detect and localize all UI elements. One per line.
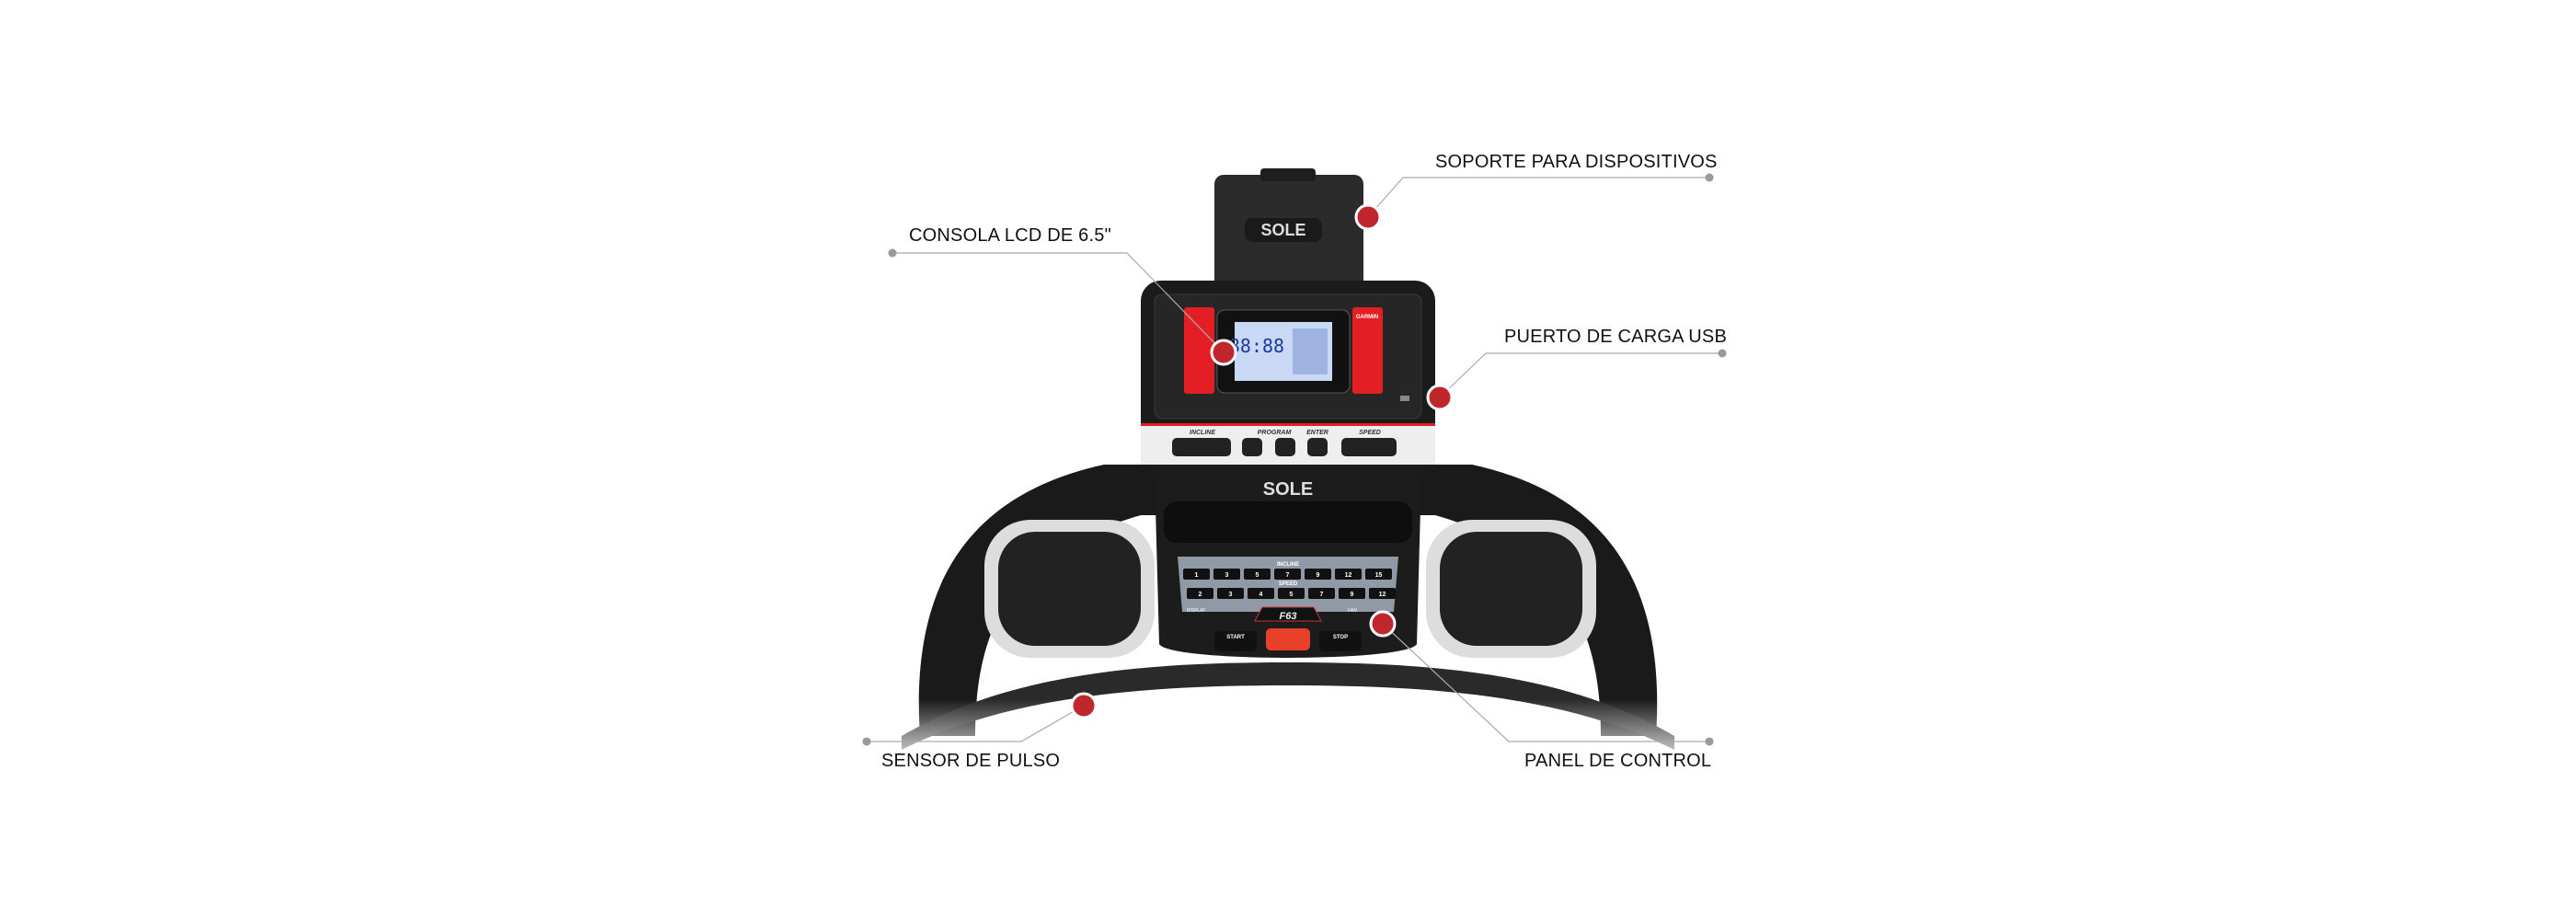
start-label: START <box>1226 635 1245 640</box>
callout-usb-port: PUERTO DE CARGA USB <box>1504 327 1728 347</box>
hotspot-usb-port[interactable] <box>1426 384 1454 411</box>
incline-key <box>1274 569 1301 580</box>
holder-brand: SOLE <box>1260 221 1305 239</box>
speed-key <box>1278 588 1305 599</box>
hotspot-control-panel[interactable] <box>1369 610 1397 638</box>
key-label: 12 <box>1379 592 1386 598</box>
incline-key <box>1183 569 1210 580</box>
fan-vent <box>1164 501 1412 543</box>
control-panel: SOLE INCLINE 1 3 5 7 9 12 15 SPEED 2 3 4 5 7 9 12 DI… <box>1155 474 1421 658</box>
key-label: 7 <box>1320 592 1324 598</box>
incline-button-label: INCLINE <box>1190 430 1215 436</box>
leader-pulse-sensor <box>867 705 1085 742</box>
leader-lcd-console <box>892 252 1225 353</box>
endpoint-dot <box>1705 737 1714 746</box>
endpoint-dot <box>862 737 871 746</box>
model-badge: F63 <box>1280 611 1297 622</box>
key-label: 7 <box>1286 572 1290 579</box>
hotspot-pulse-sensor[interactable] <box>1070 692 1098 719</box>
key-label: 9 <box>1351 592 1354 598</box>
speed-button-label: SPEED <box>1359 430 1381 436</box>
start-button <box>1214 631 1257 651</box>
speed-key <box>1339 588 1365 599</box>
speed-key <box>1369 588 1396 599</box>
right-cup-holder <box>1426 520 1596 658</box>
incline-key <box>1335 569 1362 580</box>
key-label: 12 <box>1345 572 1352 579</box>
incline-key <box>1213 569 1240 580</box>
key-label: 3 <box>1229 592 1233 598</box>
endpoint-dot <box>888 248 897 258</box>
stop-button <box>1319 631 1362 651</box>
hotspot-device-holder[interactable] <box>1354 203 1382 231</box>
handlebar <box>902 662 1674 750</box>
endpoint-dot <box>1705 173 1714 182</box>
right-red-panel <box>1352 307 1383 394</box>
leader-device-holder <box>1367 177 1709 218</box>
lcd-console: GARMIN 88:88 INCLINE PROGRAM ENTER SPEED <box>1141 281 1435 483</box>
key-label: 5 <box>1290 592 1294 598</box>
incline-buttons <box>1172 438 1231 456</box>
callout-control-panel: PANEL DE CONTROL <box>1524 751 1712 771</box>
callout-device-holder: SOPORTE PARA DISPOSITIVOS <box>1435 152 1718 172</box>
speed-buttons <box>1341 438 1397 456</box>
speed-key <box>1308 588 1335 599</box>
speed-key <box>1187 588 1213 599</box>
incline-key <box>1365 569 1392 580</box>
program-minus-button <box>1275 438 1295 456</box>
key-label: 3 <box>1225 572 1229 579</box>
lcd-time: 88:88 <box>1229 335 1284 357</box>
key-label: 5 <box>1256 572 1259 579</box>
program-plus-button <box>1242 438 1262 456</box>
key-label: 15 <box>1375 572 1383 579</box>
hotspot-lcd-console[interactable] <box>1210 339 1237 366</box>
stop-label: STOP <box>1333 635 1348 640</box>
callout-lcd-console: CONSOLA LCD DE 6.5" <box>909 225 1111 246</box>
fan-label: FAN <box>1348 608 1357 614</box>
incline-keys-label: INCLINE <box>1277 562 1299 568</box>
display-label: DISPLAY <box>1187 608 1206 614</box>
key-label: 1 <box>1195 572 1199 579</box>
panel-brand: SOLE <box>1263 479 1313 500</box>
speed-key <box>1248 588 1274 599</box>
key-label: 2 <box>1199 592 1202 598</box>
left-red-panel <box>1184 307 1214 394</box>
device-holder: SOLE <box>1214 168 1363 290</box>
safety-key <box>1266 628 1310 650</box>
incline-key <box>1244 569 1271 580</box>
speed-keys-label: SPEED <box>1279 581 1298 587</box>
key-label: 9 <box>1317 572 1320 579</box>
callout-pulse-sensor: SENSOR DE PULSO <box>881 751 1061 771</box>
leader-usb-port <box>1439 352 1722 398</box>
enter-button <box>1307 438 1328 456</box>
incline-key <box>1305 569 1331 580</box>
enter-button-label: ENTER <box>1306 430 1328 436</box>
usb-port <box>1400 396 1409 401</box>
endpoint-dot <box>1718 349 1727 358</box>
speed-key <box>1217 588 1244 599</box>
key-label: 4 <box>1259 592 1263 598</box>
left-cup-holder <box>984 520 1155 658</box>
leader-control-panel <box>1382 623 1709 742</box>
garmin-logo: GARMIN <box>1356 315 1378 320</box>
program-button-label: PROGRAM <box>1258 430 1292 436</box>
